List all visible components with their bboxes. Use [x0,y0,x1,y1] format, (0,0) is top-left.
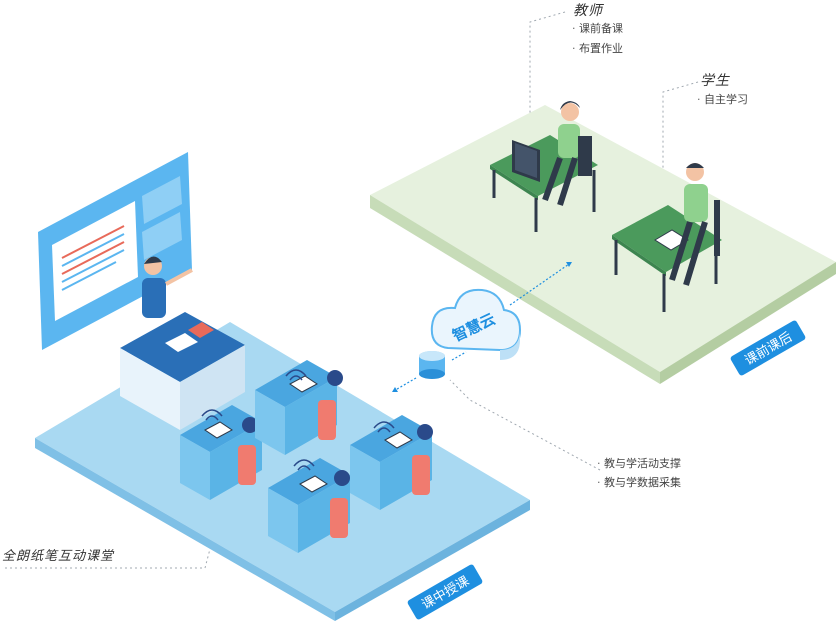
classroom-desks [180,360,433,553]
presenter-figure [142,256,193,318]
student-item-selfstudy: 自主学习 [697,91,748,107]
support-item-data: 教与学数据采集 [597,474,681,490]
cloud-icon [430,288,522,360]
student-figure [669,163,720,286]
wifi-icons [201,369,395,471]
teacher-title: 教师 [573,3,603,19]
lectern [120,312,245,430]
support-item-activity: 教与学活动支撑 [597,455,681,471]
home-platform [370,105,836,384]
classroom-title: 全朗纸笔互动课堂 [2,549,115,564]
data-flow-arrows [391,261,573,393]
database-icon [419,351,445,379]
teacher-item-prep: 课前备课 [572,20,623,36]
whiteboard [38,152,192,350]
student-title: 学生 [700,73,730,89]
teacher-item-homework: 布置作业 [572,40,623,56]
teacher-figure [542,101,592,206]
